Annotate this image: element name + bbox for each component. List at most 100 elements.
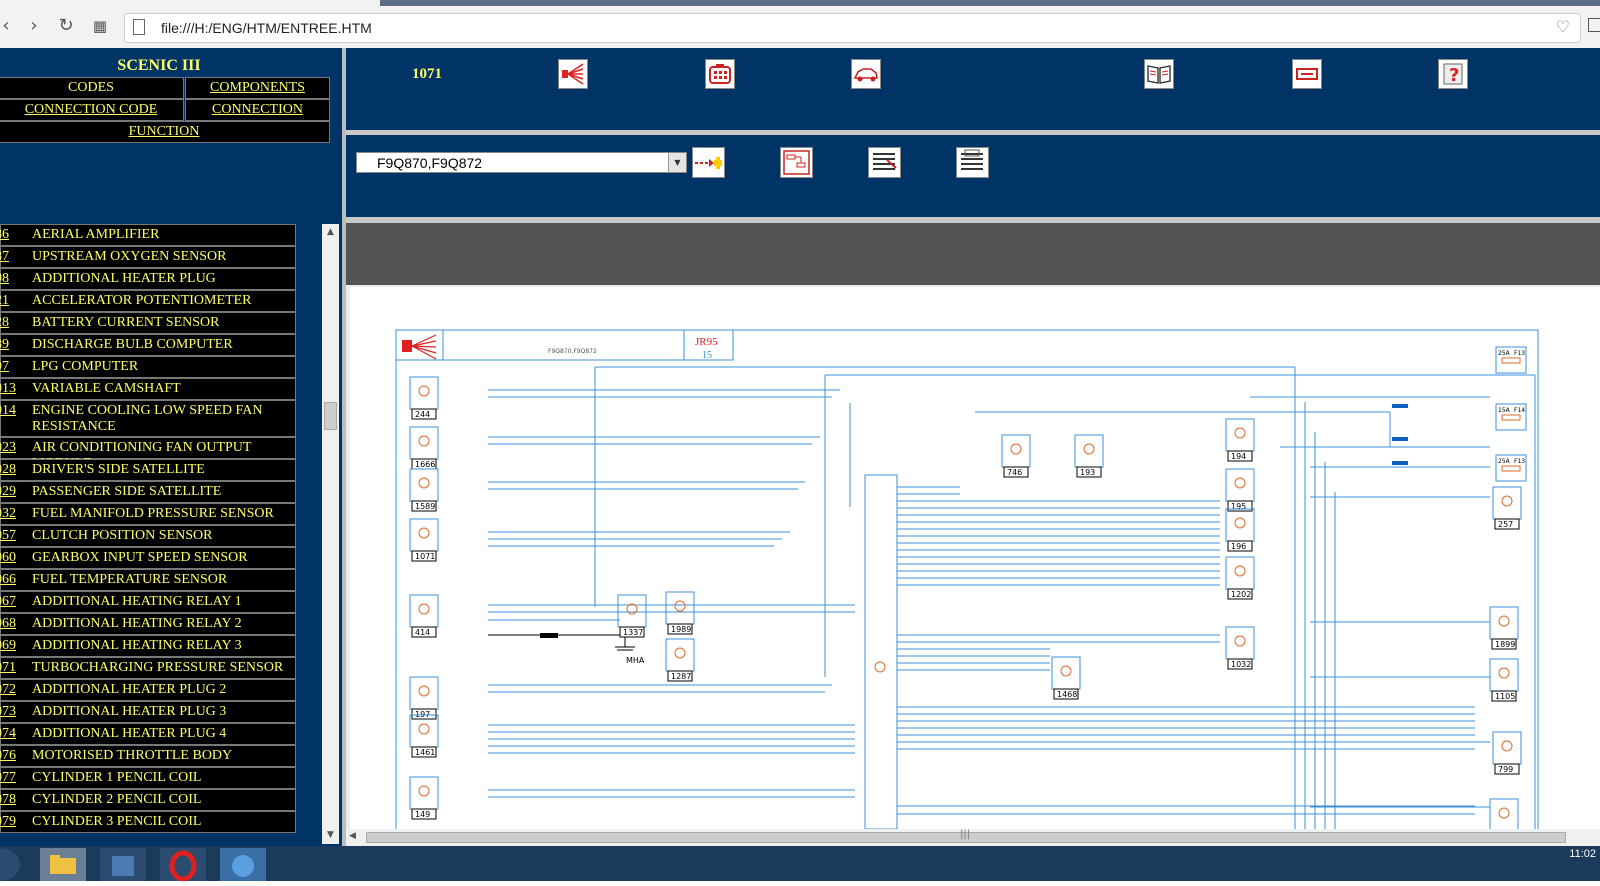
address-bar[interactable]: file:///H:/ENG/HTM/ENTREE.HTM ♡ [124, 13, 1581, 43]
hscroll-thumb[interactable] [366, 832, 1566, 843]
list-item-code[interactable]: 072 [0, 682, 16, 697]
list-item-code[interactable]: 078 [0, 792, 16, 807]
list-item[interactable]: 076MOTORISED THROTTLE BODY [0, 745, 296, 767]
diagram-component[interactable]: 1899 [1489, 606, 1519, 650]
taskbar-ie-icon[interactable] [220, 848, 266, 881]
list-item-code[interactable]: 98 [0, 271, 9, 286]
list-item[interactable]: 014ENGINE COOLING LOW SPEED FAN RESISTAN… [0, 400, 296, 437]
list-item[interactable]: 86AERIAL AMPLIFIER [0, 224, 296, 246]
taskbar-folder-icon[interactable] [40, 848, 86, 881]
wiring-icon[interactable] [558, 59, 588, 89]
nav-components[interactable]: COMPONENTS [185, 77, 330, 99]
diagram-component[interactable]: 1202 [1225, 556, 1255, 600]
list-item[interactable]: 078CYLINDER 2 PENCIL COIL [0, 789, 296, 811]
list-item[interactable]: 87UPSTREAM OXYGEN SENSOR [0, 246, 296, 268]
list-item[interactable]: 028DRIVER'S SIDE SATELLITE [0, 459, 296, 481]
nav-codes[interactable]: CODES [0, 77, 184, 99]
diagram-component[interactable]: 414 [409, 594, 439, 638]
list-item[interactable]: 060GEARBOX INPUT SPEED SENSOR [0, 547, 296, 569]
diagram-component[interactable]: 194 [1225, 418, 1255, 462]
start-button[interactable] [0, 848, 20, 881]
list-item[interactable]: 032FUEL MANIFOLD PRESSURE SENSOR [0, 503, 296, 525]
scroll-down-icon[interactable]: ▼ [327, 830, 334, 840]
help-icon[interactable]: ? [1438, 59, 1468, 89]
list-item-code[interactable]: 073 [0, 704, 16, 719]
list-item-code[interactable]: 069 [0, 638, 16, 653]
diagram-component[interactable]: 1032 [1225, 626, 1255, 670]
reload-icon[interactable]: ↻ [58, 15, 74, 36]
list-item-code[interactable]: 071 [0, 660, 16, 675]
print-list-icon[interactable] [956, 147, 989, 178]
list-item-code[interactable]: 28 [0, 315, 9, 330]
diagram-icon[interactable] [780, 147, 813, 178]
grid-icon[interactable]: ▦ [92, 17, 108, 35]
list-item[interactable]: 066FUEL TEMPERATURE SENSOR [0, 569, 296, 591]
list-item[interactable]: 057CLUTCH POSITION SENSOR [0, 525, 296, 547]
list-item[interactable]: 89DISCHARGE BULB COMPUTER [0, 334, 296, 356]
frame-splitter[interactable] [342, 48, 346, 864]
list-item-code[interactable]: 076 [0, 748, 16, 763]
diagram-hscrollbar[interactable]: ◀ ||| [346, 829, 1600, 846]
list-item[interactable]: 21ACCELERATOR POTENTIOMETER [0, 290, 296, 312]
list-item-code[interactable]: 029 [0, 484, 16, 499]
diagram-component[interactable]: 193 [1074, 434, 1104, 478]
nav-connection[interactable]: CONNECTION [185, 99, 330, 121]
diagram-component[interactable]: 1589 [409, 468, 439, 512]
diagram-component[interactable]: 799 [1492, 731, 1522, 775]
diagram-component[interactable]: 196 [1225, 508, 1255, 552]
list-item[interactable]: 013VARIABLE CAMSHAFT [0, 378, 296, 400]
list-item[interactable]: 029PASSENGER SIDE SATELLITE [0, 481, 296, 503]
diagram-component[interactable]: 195 [1225, 468, 1255, 512]
list-item-code[interactable]: 014 [0, 403, 16, 418]
list-item-code[interactable]: 023 [0, 440, 16, 455]
diagram-component[interactable]: 257 [1492, 486, 1522, 530]
list-item[interactable]: 28BATTERY CURRENT SENSOR [0, 312, 296, 334]
list-item-code[interactable]: 87 [0, 249, 9, 264]
nav-connection-code[interactable]: CONNECTION CODE [0, 99, 184, 121]
scroll-left-icon[interactable]: ◀ [349, 831, 356, 841]
list-item-code[interactable]: 028 [0, 462, 16, 477]
diagram-component[interactable]: 1666 [409, 426, 439, 470]
diagram-component[interactable]: 1287 [665, 638, 695, 682]
chevron-down-icon[interactable]: ▼ [668, 153, 686, 172]
url-text[interactable]: file:///H:/ENG/HTM/ENTREE.HTM [161, 20, 372, 36]
engine-select[interactable]: F9Q870,F9Q872 ▼ [356, 152, 687, 173]
list-item[interactable]: 068ADDITIONAL HEATING RELAY 2 [0, 613, 296, 635]
list-item[interactable]: 072ADDITIONAL HEATER PLUG 2 [0, 679, 296, 701]
list-item[interactable]: 067ADDITIONAL HEATING RELAY 1 [0, 591, 296, 613]
diagram-component[interactable]: 1361 [1489, 798, 1519, 842]
scroll-up-icon[interactable]: ▲ [327, 227, 334, 237]
list-item-code[interactable]: 057 [0, 528, 16, 543]
fuse-icon[interactable] [1292, 59, 1322, 89]
diagram-component[interactable]: 1105 [1489, 658, 1519, 702]
list-item[interactable]: 074ADDITIONAL HEATER PLUG 4 [0, 723, 296, 745]
list-item[interactable]: 97LPG COMPUTER [0, 356, 296, 378]
heart-icon[interactable]: ♡ [1555, 17, 1570, 36]
list-scrollbar[interactable]: ▲ ▼ [322, 224, 339, 844]
taskbar-opera-icon[interactable] [160, 848, 206, 882]
diagram-component[interactable]: 746 [1001, 434, 1031, 478]
list-item-code[interactable]: 074 [0, 726, 16, 741]
manual-icon[interactable] [1144, 59, 1174, 89]
list-item-code[interactable]: 060 [0, 550, 16, 565]
list-item[interactable]: 98ADDITIONAL HEATER PLUG [0, 268, 296, 290]
diagram-component[interactable]: 244 [409, 376, 439, 420]
diagram-component[interactable]: 149 [409, 776, 439, 820]
scroll-thumb[interactable] [324, 402, 337, 430]
list-item-code[interactable]: 077 [0, 770, 16, 785]
list-item-code[interactable]: 97 [0, 359, 9, 374]
diagram-component[interactable]: 1071 [409, 518, 439, 562]
nav-function[interactable]: FUNCTION [0, 121, 330, 143]
list-item-code[interactable]: 89 [0, 337, 9, 352]
list-item[interactable]: 069ADDITIONAL HEATING RELAY 3 [0, 635, 296, 657]
list-item-code[interactable]: 068 [0, 616, 16, 631]
diagram-component[interactable]: 1461 [409, 714, 439, 758]
list-item-code[interactable]: 032 [0, 506, 16, 521]
list-item-code[interactable]: 013 [0, 381, 16, 396]
list-item[interactable]: 023AIR CONDITIONING FAN OUTPUT MODULE [0, 437, 296, 471]
diagram-component[interactable]: 1989 [665, 591, 695, 635]
